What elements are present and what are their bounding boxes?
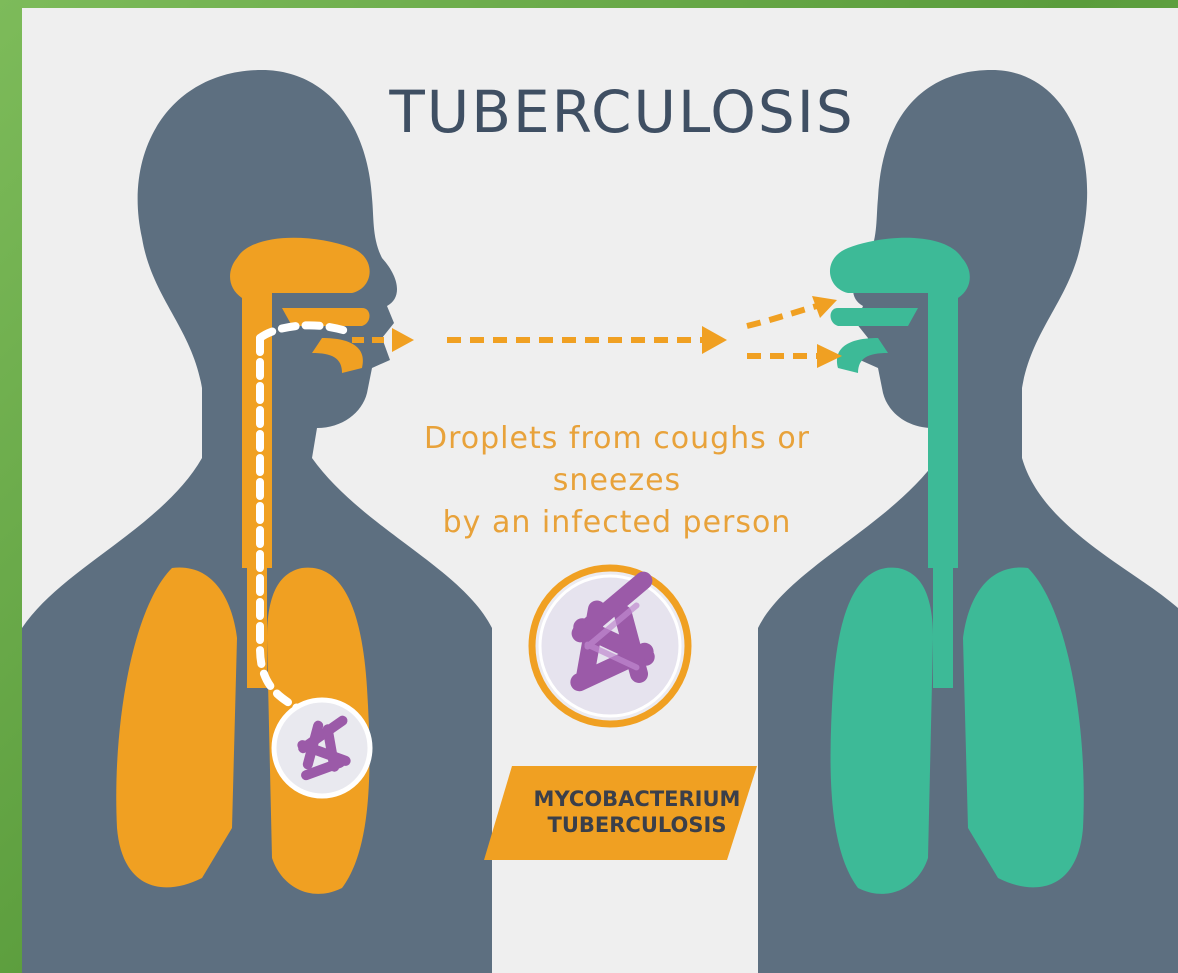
droplet-transmission-arrows (352, 296, 842, 368)
lung-bacteria-bubble (274, 700, 370, 796)
bacterium-label: MYCOBACTERIUM TUBERCULOSIS (522, 786, 752, 838)
caption-line-2: by an infected person (367, 502, 867, 544)
caption-line-1: Droplets from coughs or sneezes (367, 418, 867, 502)
bacterium-label-line-2: TUBERCULOSIS (522, 812, 752, 838)
mycobacterium-illustration (532, 568, 688, 724)
bacterium-label-line-1: MYCOBACTERIUM (522, 786, 752, 812)
transmission-caption: Droplets from coughs or sneezes by an in… (367, 418, 867, 544)
infographic-canvas: TUBERCULOSIS Droplets from coughs or sne… (22, 8, 1178, 973)
page-title: TUBERCULOSIS (362, 78, 882, 146)
